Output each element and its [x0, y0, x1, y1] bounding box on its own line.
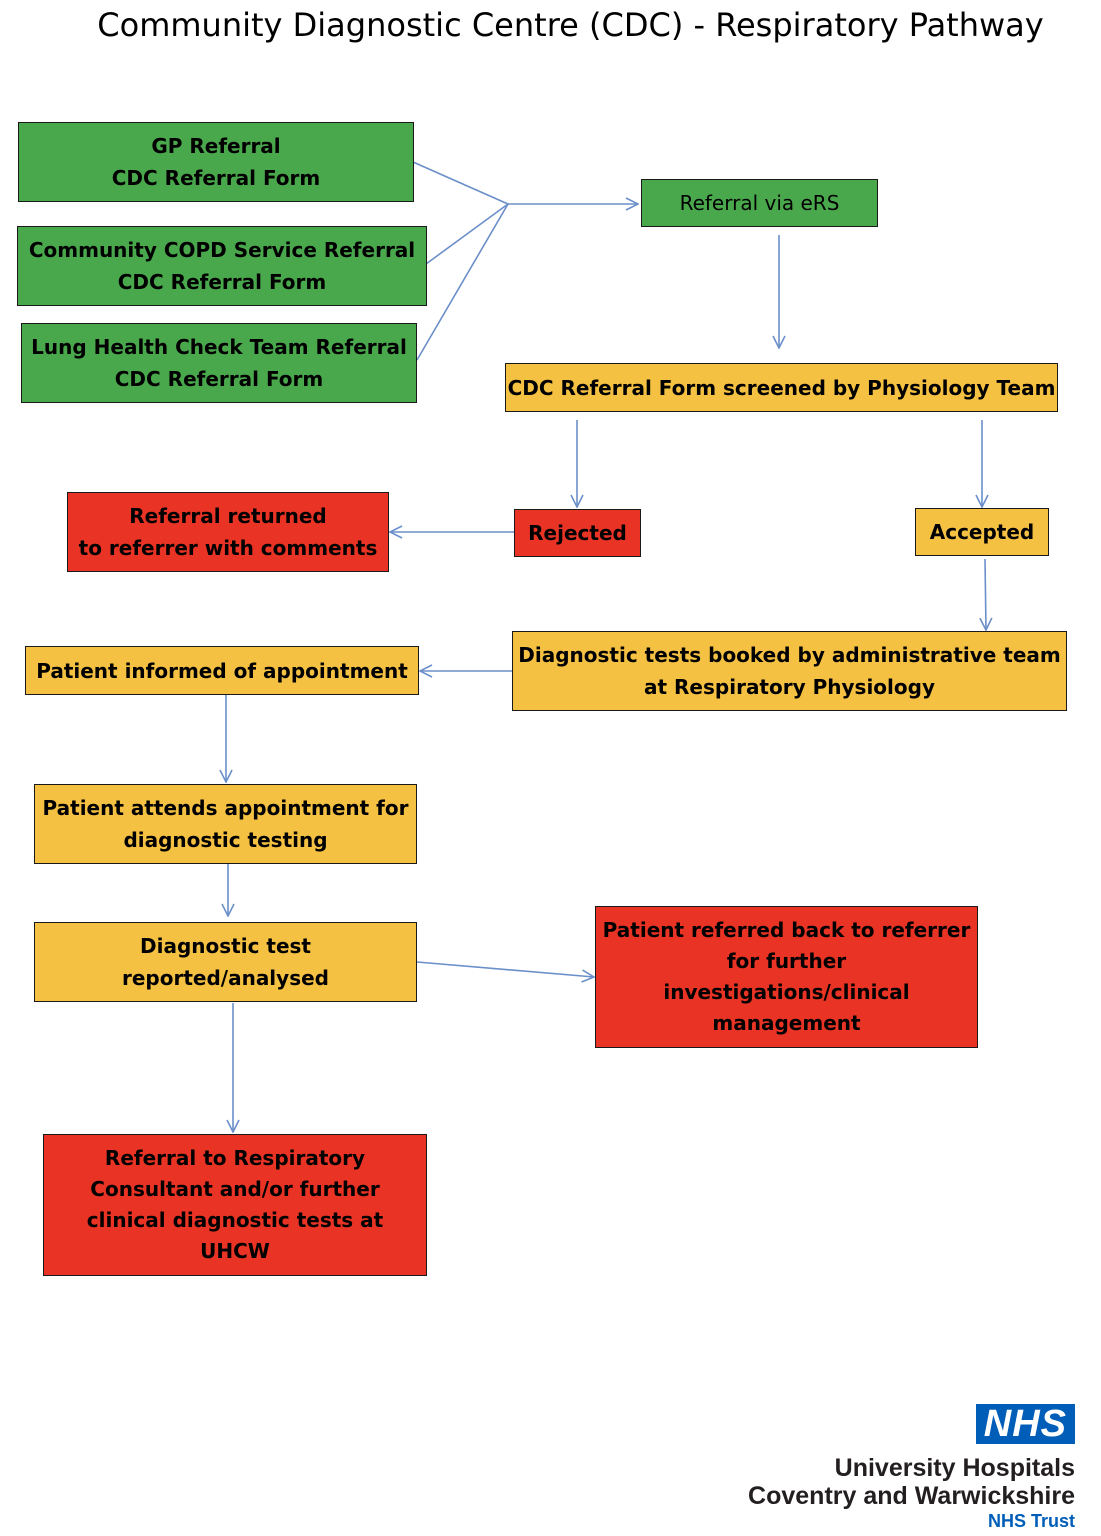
node-patient-attends: Patient attends appointment for diagnost… [34, 784, 417, 864]
node-copd-referral: Community COPD Service Referral CDC Refe… [17, 226, 427, 306]
node-ers: Referral via eRS [641, 179, 878, 227]
node-referred-back: Patient referred back to referrer for fu… [595, 906, 978, 1048]
node-consultant-referral: Referral to Respiratory Consultant and/o… [43, 1134, 427, 1276]
node-screened: CDC Referral Form screened by Physiology… [505, 363, 1058, 412]
org-trust: NHS Trust [987, 1511, 1075, 1531]
node-patient-informed: Patient informed of appointment [25, 646, 419, 695]
arrow-reported-to-referred-back [416, 961, 594, 977]
nhs-badge: NHS [975, 1404, 1075, 1444]
org-name-line2: Coventry and Warwickshire [748, 1482, 1075, 1510]
page-title: Community Diagnostic Centre (CDC) - Resp… [97, 6, 1044, 44]
connector-gp-to-merge [412, 161, 509, 205]
org-name-line1: University Hospitals [834, 1454, 1075, 1482]
node-rejected: Rejected [514, 509, 641, 557]
node-test-reported: Diagnostic test reported/analysed [34, 922, 417, 1002]
node-gp-referral: GP Referral CDC Referral Form [18, 122, 414, 202]
nhs-logo: NHS University Hospitals Coventry and Wa… [715, 1404, 1075, 1532]
node-accepted: Accepted [915, 508, 1049, 556]
connector-copd-to-merge [425, 203, 509, 265]
node-tests-booked: Diagnostic tests booked by administrativ… [512, 631, 1067, 711]
node-referral-returned: Referral returned to referrer with comme… [67, 492, 389, 572]
node-lung-check-referral: Lung Health Check Team Referral CDC Refe… [21, 323, 417, 403]
arrow-accepted-to-booked [985, 558, 986, 630]
connector-lung-to-merge [416, 203, 509, 361]
